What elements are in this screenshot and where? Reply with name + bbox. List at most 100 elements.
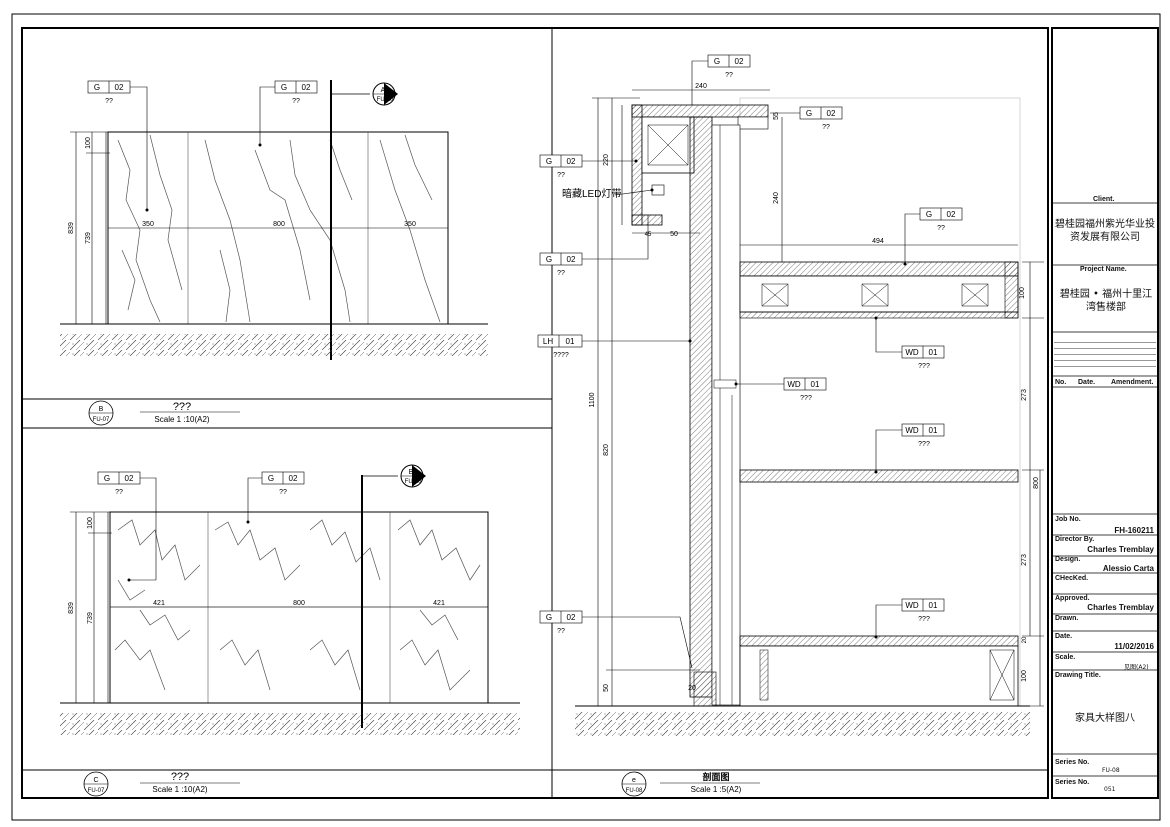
view-title: 剖面图 <box>702 771 729 782</box>
view-title: ??? <box>171 771 189 783</box>
svg-text:G: G <box>94 83 100 92</box>
dim-h: 421 <box>153 600 165 607</box>
svg-text:??: ?? <box>822 124 830 131</box>
dim-h: 800 <box>273 221 285 228</box>
director-label: Director By. <box>1055 536 1095 543</box>
project-name: 碧桂园 • 福州十里江湾售楼部 <box>1059 289 1153 313</box>
view-scale: Scale 1 :10(A2) <box>152 785 207 794</box>
svg-text:LH: LH <box>543 337 553 346</box>
svg-text:G: G <box>926 210 932 219</box>
dim: 100 <box>1021 670 1028 682</box>
svg-text:??: ?? <box>292 98 300 105</box>
dim-v: 839 <box>68 222 75 234</box>
material-tag-lh: LH 01 ???? <box>537 334 692 359</box>
svg-text:??: ?? <box>557 628 565 635</box>
series-label: Series No. <box>1055 759 1090 766</box>
job-value: FH-160211 <box>1114 526 1154 535</box>
svg-text:????: ???? <box>553 352 569 359</box>
dim: 45 <box>645 232 652 238</box>
amendment-label: Amendment. <box>1111 379 1154 386</box>
panel-b-elevation: 100 739 839 350 800 350 G 02 ?? G 02 ?? <box>22 80 552 426</box>
view-title: ??? <box>173 401 191 413</box>
material-tag: G 02 ?? <box>87 80 149 212</box>
svg-text:02: 02 <box>567 157 576 166</box>
material-tag: G 02 ?? <box>258 80 318 147</box>
svg-text:G: G <box>546 157 552 166</box>
dim: 20 <box>688 685 696 692</box>
material-tag-wd: WD 01 ??? <box>874 423 945 474</box>
material-tag: G 02 ?? <box>539 215 649 277</box>
material-tag: G 02 ?? <box>539 154 638 179</box>
dim: 1100 <box>589 392 596 407</box>
led-strip-label: 暗藏LED灯带 <box>562 187 621 200</box>
svg-text:A: A <box>381 87 386 94</box>
svg-text:B: B <box>409 469 414 476</box>
approved-label: Approved. <box>1055 595 1090 602</box>
view-marker-letter: e <box>632 777 636 784</box>
dim-v: 739 <box>87 612 94 624</box>
svg-text:02: 02 <box>125 474 134 483</box>
svg-text:WD: WD <box>905 601 919 610</box>
material-tag-wd: WD 01 ??? <box>734 377 827 402</box>
series2-value: 051 <box>1104 786 1116 793</box>
view-marker-letter: C <box>93 777 98 784</box>
dim: 50 <box>670 231 678 238</box>
svg-text:G: G <box>714 57 720 66</box>
svg-text:G: G <box>806 109 812 118</box>
material-tag: G 02 ?? <box>903 207 963 266</box>
approved-value: Charles Tremblay <box>1087 603 1154 612</box>
director-value: Charles Tremblay <box>1087 545 1154 554</box>
dim-h: 350 <box>404 221 416 228</box>
svg-text:???: ??? <box>918 441 930 448</box>
scale-value: 见图(A2) <box>1124 664 1149 671</box>
date-value: 11/02/2016 <box>1114 642 1154 651</box>
client-label: Client. <box>1093 196 1115 203</box>
dim-h: 421 <box>433 600 445 607</box>
job-label: Job No. <box>1055 516 1081 523</box>
svg-text:??: ?? <box>115 489 123 496</box>
dim-h: 800 <box>293 600 305 607</box>
title-block-grid <box>1052 202 1158 777</box>
view-scale: Scale 1 :10(A2) <box>154 415 209 424</box>
dim: 800 <box>1033 477 1040 489</box>
drawing-title-label: Drawing Title. <box>1055 672 1101 679</box>
svg-text:02: 02 <box>567 613 576 622</box>
svg-text:WD: WD <box>905 426 919 435</box>
drawn-label: Drawn. <box>1055 615 1079 622</box>
marble-veining <box>114 519 481 691</box>
svg-text:WD: WD <box>787 380 801 389</box>
svg-text:??: ?? <box>105 98 113 105</box>
material-tag-wd: WD 01 ??? <box>874 598 945 639</box>
svg-text:??: ?? <box>937 225 945 232</box>
material-tag: G 02 ?? <box>97 471 157 582</box>
svg-text:02: 02 <box>947 210 956 219</box>
series-value: FU-08 <box>1102 767 1120 774</box>
checked-label: CHecKed. <box>1055 575 1089 582</box>
client-name: 碧桂园福州紫光华业投资发展有限公司 <box>1055 219 1155 243</box>
design-label: Design. <box>1055 556 1081 563</box>
dim: 220 <box>603 154 610 166</box>
svg-text:01: 01 <box>929 426 938 435</box>
svg-text:02: 02 <box>115 83 124 92</box>
material-tag-wd: WD 01 ??? <box>874 316 945 370</box>
dim: 100 <box>1019 287 1026 299</box>
svg-text:FU-10: FU-10 <box>405 479 422 485</box>
section-callout-b: B FU-10 <box>362 464 426 488</box>
view-marker-letter: B <box>99 406 104 413</box>
scale-label: Scale. <box>1055 654 1076 661</box>
svg-text:02: 02 <box>567 255 576 264</box>
svg-text:FU-10: FU-10 <box>377 97 394 103</box>
svg-text:G: G <box>281 83 287 92</box>
material-tag: G 02 ?? <box>691 54 751 105</box>
dim: 50 <box>603 684 610 692</box>
svg-text:G: G <box>268 474 274 483</box>
general-notes <box>1054 338 1156 367</box>
material-tag: G 02 ?? <box>770 106 843 131</box>
marble-veining <box>117 134 441 323</box>
dim: 820 <box>603 444 610 456</box>
project-label: Project Name. <box>1080 266 1127 273</box>
svg-text:01: 01 <box>566 337 575 346</box>
view-marker-ref: FU-07 <box>88 788 105 794</box>
svg-text:???: ??? <box>918 363 930 370</box>
